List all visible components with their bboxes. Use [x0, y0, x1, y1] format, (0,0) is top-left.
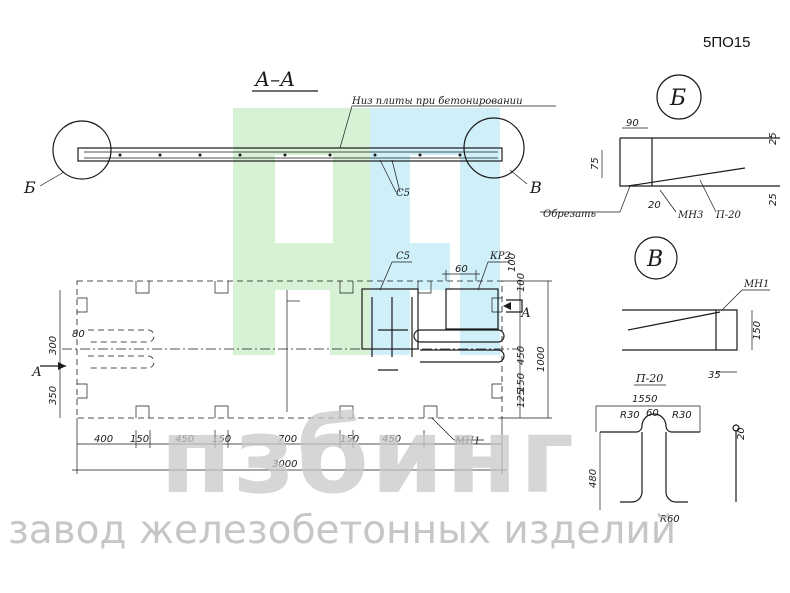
plan-outline	[76, 280, 503, 419]
plan-dim-right-0: 100	[516, 273, 527, 292]
plan-label-c5: С5	[396, 251, 410, 262]
plan-dim-left-0: 80	[72, 329, 85, 340]
section-a-a: А–А Низ плиты при бетонировании Б В С5	[23, 67, 556, 199]
plan-dim-left-1: 300	[48, 336, 59, 355]
detail-b-mn3-label: МН3	[677, 210, 703, 221]
plan-dim-bottom-4: 700	[278, 434, 297, 445]
section-mark-right: А	[520, 306, 531, 321]
plan-dim-right-1: 450	[516, 346, 527, 365]
callout-circle-b	[52, 120, 112, 180]
detail-v: В 150 35 МН1	[622, 236, 770, 381]
detail-b-dim-2: 25	[768, 132, 779, 145]
callout-label-v: В	[529, 178, 542, 197]
detail-b-dim-4: 25	[768, 193, 779, 206]
plan-label-mn1: МН1	[454, 436, 480, 447]
plan-dim-left-2: 350	[48, 386, 59, 405]
watermark-logo	[233, 108, 500, 355]
detail-v-mn1-label: МН1	[743, 279, 769, 290]
detail-b-p20-label: П-20	[715, 210, 741, 221]
watermark-green-shape	[233, 108, 370, 355]
p20-dim-6: 20	[736, 427, 747, 440]
p20-dim-5: R60	[660, 514, 680, 525]
p20-dim-0: 1550	[632, 394, 657, 405]
p20-dim-3: R30	[672, 410, 692, 421]
section-note: Низ плиты при бетонировании	[351, 96, 523, 107]
watermark-brand: пзбинг	[160, 395, 576, 517]
plan-dim-bottom-5: 150	[340, 434, 359, 445]
drawing-code: 5ПО15	[703, 34, 750, 51]
section-mark-left: А	[31, 365, 42, 380]
plan-view: А А С5 КР2 МН1 60 100 80 300 350 450 125…	[31, 251, 552, 474]
plan-dim-top-0: 60	[455, 264, 468, 275]
detail-v-dim-1: 35	[708, 370, 721, 381]
plan-dim-bottom-6: 450	[382, 434, 401, 445]
plan-dim-top-1: 100	[507, 253, 518, 272]
watermark-blue-shape	[370, 108, 500, 355]
watermark-tagline: завод железобетонных изделий	[8, 508, 676, 553]
detail-v-title: В	[646, 247, 663, 272]
section-bar-label: С5	[396, 188, 410, 199]
plan-dim-right-4: 1000	[536, 347, 547, 372]
detail-b-dim-3: 20	[648, 200, 661, 211]
plan-dim-right-3: 150	[516, 373, 527, 392]
detail-v-dim-0: 150	[752, 321, 763, 340]
section-title: А–А	[253, 67, 295, 91]
plan-dim-bottom-0: 400	[94, 434, 113, 445]
detail-b-title: Б	[669, 86, 686, 111]
p20-title: П-20	[635, 372, 663, 385]
p20-detail: П-20 1550 R30 60 R30 480 R60 20	[588, 372, 747, 525]
plan-dim-right-2: 125	[516, 389, 527, 408]
plan-overall-length: 3000	[272, 459, 297, 470]
plan-dim-bottom-1: 150	[130, 434, 149, 445]
p20-dim-4: 480	[588, 469, 599, 488]
detail-b-cut-label: Обрезать	[543, 209, 596, 220]
callout-label-b: Б	[23, 178, 36, 197]
plan-label-kp2: КР2	[489, 251, 511, 262]
p20-dim-1: R30	[620, 410, 640, 421]
plan-dim-bottom-3: 150	[212, 434, 231, 445]
callout-circle-v	[463, 117, 525, 179]
detail-b-dim-0: 90	[626, 118, 639, 129]
plan-dim-bottom-2: 450	[175, 434, 194, 445]
detail-b-dim-1: 75	[590, 157, 601, 170]
detail-b: Б 90 75 25 20 25 Обрезать МН3 П-20	[540, 74, 780, 221]
